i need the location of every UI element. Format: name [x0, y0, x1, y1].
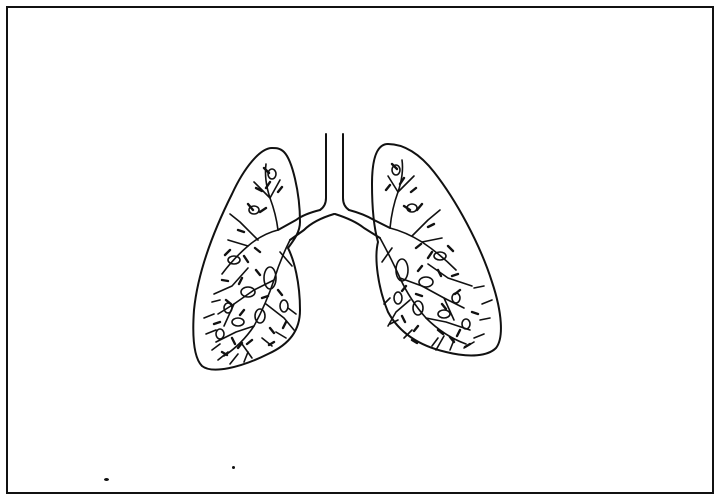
figure-frame: [6, 6, 714, 494]
trachea: [320, 134, 349, 210]
left-bronchial-tree: [204, 164, 296, 364]
lungs-illustration: [8, 8, 714, 494]
ink-speck: [232, 466, 235, 469]
right-bronchial-tree: [380, 160, 492, 350]
ink-speck: [104, 478, 109, 481]
